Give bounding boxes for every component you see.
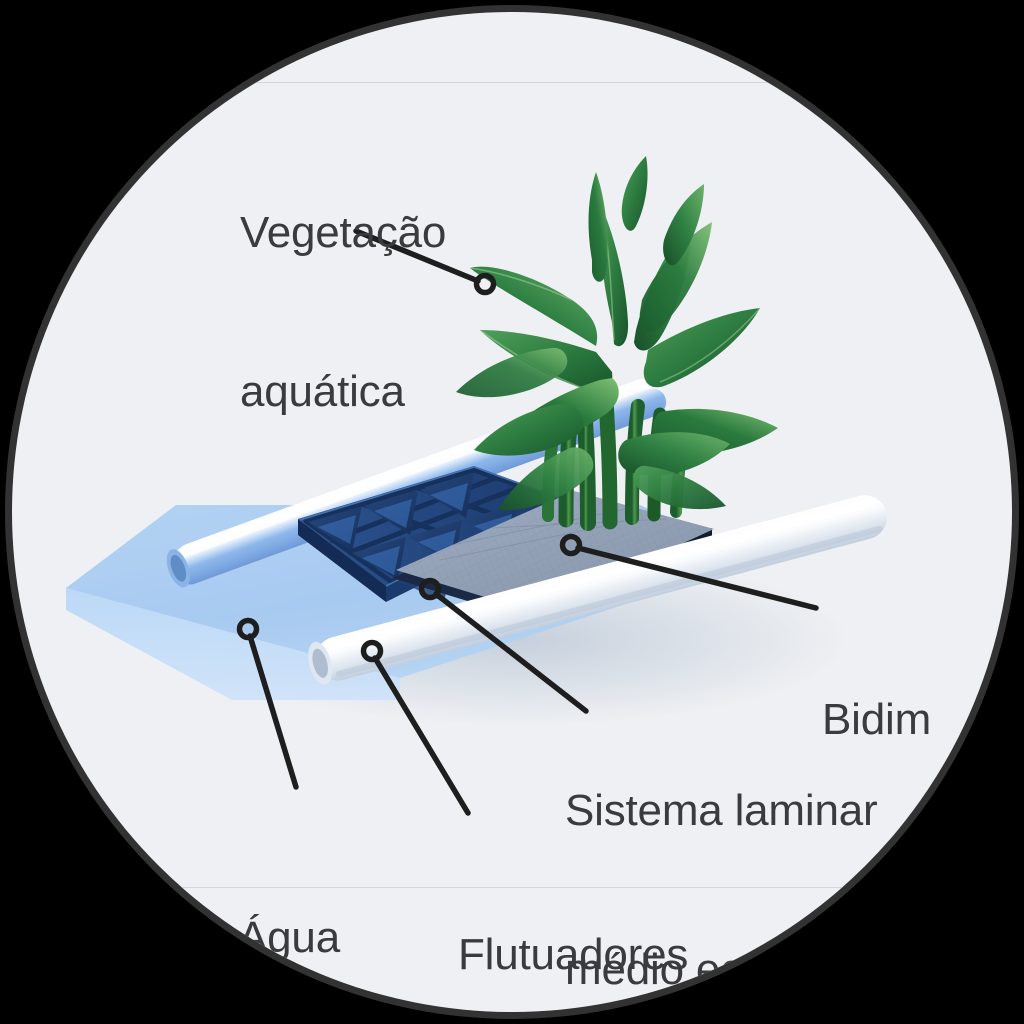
label-sistema-line2: médio ecotelhado [565, 945, 910, 994]
circular-frame: Vegetação aquática Bidim Sistema laminar… [12, 12, 1012, 1012]
top-rule [12, 82, 1012, 83]
label-bidim-line1: Bidim [822, 695, 932, 744]
label-vegetacao-line2: aquática [240, 367, 405, 416]
label-sistema-laminar: Sistema laminar médio ecotelhado [565, 678, 909, 1012]
label-agua-line1: Água [238, 913, 340, 962]
label-sistema-line1: Sistema laminar [565, 786, 878, 835]
aquatic-plant [456, 156, 778, 531]
label-bidim: Bidim [822, 587, 931, 852]
label-agua: Água [238, 805, 340, 1012]
label-flutuadores: Flutuadores [458, 822, 688, 1012]
label-vegetacao-aquatica: Vegetação aquática [240, 100, 446, 524]
label-flutuadores-line1: Flutuadores [458, 930, 689, 979]
label-vegetacao-line1: Vegetação [240, 208, 447, 257]
lattice-side [298, 519, 386, 602]
plant-leaves [456, 156, 778, 511]
bottom-rule [12, 887, 1012, 888]
